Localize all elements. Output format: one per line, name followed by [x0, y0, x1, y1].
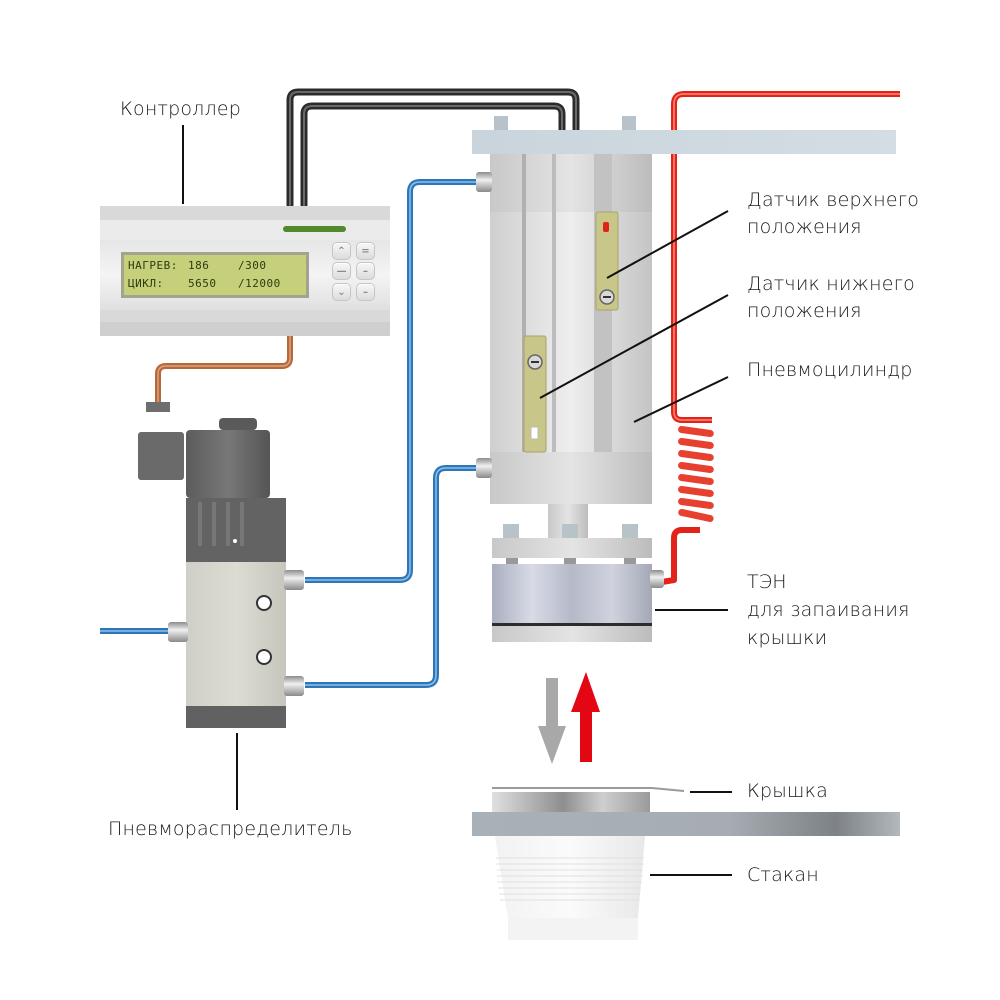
leader-lower-sensor [539, 294, 729, 399]
lcd-cycle-limit: /12000 [238, 277, 281, 290]
sealing-heater [492, 524, 664, 642]
label-upper-sensor-line2: положения [747, 216, 862, 238]
air-line-to-cylinder-top [305, 179, 476, 583]
label-heater-line2: для запаивания [747, 599, 910, 621]
label-cylinder: Пневмоцилиндр [747, 359, 913, 381]
label-lower-sensor-line1: Датчик нижнего [747, 273, 915, 295]
heater-cable-coil [678, 425, 714, 523]
work-table-plate [472, 812, 900, 836]
air-line-to-cylinder-bottom [305, 465, 476, 688]
lower-position-sensor [523, 335, 547, 453]
upper-position-sensor [595, 211, 619, 311]
leader-upper-sensor [606, 210, 729, 279]
pneumatic-cylinder [472, 116, 896, 538]
arrow-up-icon [571, 672, 600, 762]
leader-cylinder [633, 376, 729, 423]
lcd-heating-value: 186 [188, 259, 210, 272]
cup-and-lid [472, 787, 900, 940]
lcd-screen [124, 255, 306, 295]
controller-button-up[interactable]: ⌃ [332, 242, 351, 260]
leader-lines [182, 125, 732, 876]
valve-cable [155, 330, 293, 412]
lcd-cycle-label: ЦИКЛ: [128, 277, 164, 290]
lcd-heating-limit: /300 [238, 259, 267, 272]
lcd-cycle-value: 5650 [188, 277, 217, 290]
label-heater-line3: крышки [747, 627, 828, 649]
label-heater-line1: ТЭН [747, 571, 787, 593]
pneumatic-valve [138, 402, 304, 728]
controller-button-equal[interactable]: = [356, 242, 375, 260]
mounting-plate [472, 130, 896, 154]
label-upper-sensor-line1: Датчик верхнего [747, 189, 920, 211]
controller-button-minus-right[interactable]: – [356, 283, 375, 301]
controller-button-minus-left[interactable]: — [332, 262, 351, 280]
heater-cable [661, 91, 900, 585]
arrow-down-icon [538, 678, 566, 764]
controller-button-down[interactable]: ⌄ [332, 283, 351, 301]
controller-button-minus-mid[interactable]: – [356, 262, 375, 280]
cup [495, 836, 645, 918]
lcd-row-heating: НАГРЕВ: 186 /300 [128, 259, 266, 272]
lid [492, 792, 650, 812]
lcd-heating-label: НАГРЕВ: [128, 259, 178, 272]
label-lower-sensor-line2: положения [747, 300, 862, 322]
lid-foil [492, 787, 685, 792]
label-cup: Стакан [747, 864, 819, 886]
label-controller: Контроллер [120, 98, 242, 120]
label-valve: Пневмораспределитель [108, 818, 353, 840]
label-lid: Крышка [747, 780, 828, 802]
status-led-strip [283, 226, 346, 232]
lcd-row-cycle: ЦИКЛ: 5650 /12000 [128, 277, 280, 290]
